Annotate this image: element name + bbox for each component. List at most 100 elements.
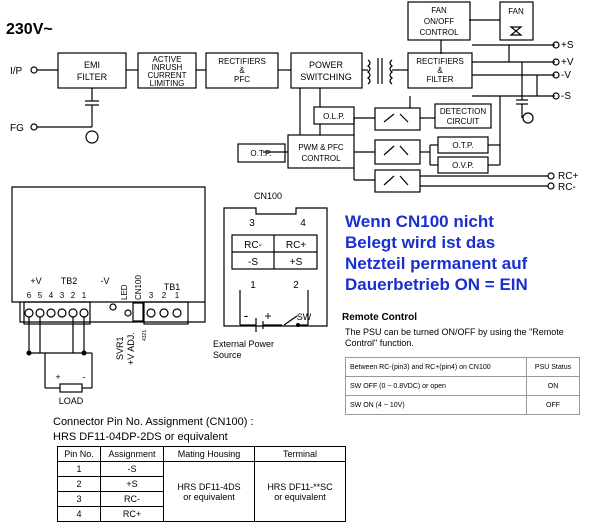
olp-block — [313, 106, 355, 125]
row-status: OFF — [526, 395, 580, 415]
annotation-line-1: Wenn CN100 nicht — [345, 212, 494, 231]
tb1-pin-3: 3 — [149, 291, 154, 300]
cn100-minus-s: -S — [248, 257, 258, 268]
rpfc-line1: RECTIFIERS — [218, 57, 266, 66]
out-plus-s-label: +S — [561, 40, 574, 51]
german-annotation: Wenn CN100 nicht Belegt wird ist das Net… — [345, 211, 585, 295]
rpfc-line3: PFC — [234, 75, 250, 84]
header-status: PSU Status — [526, 357, 580, 377]
rf-line1: RECTIFIERS — [416, 57, 464, 66]
emi-filter-block — [57, 52, 127, 89]
load-plus: + — [55, 372, 60, 382]
rf-line3: FILTER — [427, 75, 454, 84]
detection-block — [434, 103, 492, 129]
fan-ctrl-line2: ON/OFF — [424, 17, 454, 26]
cn100-plus-s: +S — [290, 257, 303, 268]
cn100-pin4: 4 — [300, 218, 306, 229]
pin-cell: 3 — [57, 491, 101, 507]
remote-control-table: Between RC-(pin3) and RC+(pin4) on CN100… — [345, 357, 580, 415]
ps-line1: POWER — [309, 60, 344, 70]
annotation-line-4: Dauerbetrieb ON = EIN — [345, 275, 528, 294]
ext-plus: + — [264, 309, 271, 323]
cn100-num1: 1 — [250, 280, 256, 291]
header-mating: Mating Housing — [163, 446, 255, 462]
cn100-rc-plus: RC+ — [286, 240, 306, 251]
fan-control-block — [407, 1, 471, 41]
out-minus-v-label: -V — [561, 70, 571, 81]
tb2-minus-v: -V — [101, 276, 110, 286]
annotation-line-3: Netzteil permanent auf — [345, 254, 528, 273]
tb2-pin-1: 1 — [82, 291, 87, 300]
annotation-line-2: Belegt wird ist das — [345, 233, 496, 252]
power-switching-block — [290, 52, 363, 89]
terminal-cell: HRS DF11-**SC or equivalent — [254, 461, 346, 522]
cn100-rc-minus: RC- — [244, 240, 262, 251]
connector-title-line1: Connector Pin No. Assignment (CN100) : — [53, 416, 254, 428]
ovp-label: O.V.P. — [452, 161, 474, 170]
table-row: 1 -S HRS DF11-4DS or equivalent HRS DF11… — [57, 461, 346, 522]
out-plus-v-label: +V — [561, 57, 574, 68]
rpfc-line2: & — [239, 66, 245, 75]
emi-line1: EMI — [84, 60, 100, 70]
terminal-line2: or equivalent — [274, 491, 326, 502]
pin-cell: 4 — [57, 506, 101, 522]
header-terminal: Terminal — [254, 446, 346, 462]
ext-minus: - — [244, 307, 249, 323]
pwm-line2: CONTROL — [301, 154, 341, 163]
fan-ctrl-line3: CONTROL — [419, 28, 459, 37]
row-condition: SW OFF (0 ~ 0.8VDC) or open — [345, 376, 527, 396]
inrush-line1: ACTIVE — [153, 55, 182, 64]
tb1-label: TB1 — [164, 282, 181, 292]
assignment-cell: RC- — [100, 491, 164, 507]
load-minus: - — [83, 372, 86, 382]
assignment-cell: -S — [100, 461, 164, 477]
header-assignment: Assignment — [100, 446, 164, 462]
ip-label: I/P — [10, 66, 23, 77]
table-row: SW OFF (0 ~ 0.8VDC) or open ON — [345, 376, 580, 396]
row-status: ON — [526, 376, 580, 396]
otp-left-block — [237, 143, 286, 163]
mating-housing-cell: HRS DF11-4DS or equivalent — [163, 461, 255, 522]
cn100-housing — [223, 207, 328, 327]
tb2-pin-6: 6 — [27, 291, 32, 300]
tb2-pin-3: 3 — [60, 291, 65, 300]
inrush-block — [137, 52, 197, 89]
row-condition: SW ON (4 ~ 10V) — [345, 395, 527, 415]
cn100-num2: 2 — [293, 280, 299, 291]
table-header-row: Pin No. Assignment Mating Housing Termin… — [57, 446, 346, 462]
fan-ctrl-line1: FAN — [431, 6, 447, 15]
rectifiers-pfc-block — [205, 52, 279, 89]
table-row: 2 +S — [57, 476, 346, 492]
fg-label: FG — [10, 123, 24, 134]
pin-cell: 2 — [57, 476, 101, 492]
rectifiers-filter-block — [407, 52, 473, 89]
ps-line2: SWITCHING — [300, 72, 352, 82]
remote-control-description: The PSU can be turned ON/OFF by using th… — [345, 327, 564, 348]
rf-line2: & — [437, 66, 443, 75]
assignment-cell: RC+ — [100, 506, 164, 522]
mating-line1: HRS DF11-4DS — [177, 481, 241, 492]
mating-line2: or equivalent — [183, 491, 235, 502]
pin-cell: 1 — [57, 461, 101, 477]
terminal-line1: HRS DF11-**SC — [267, 481, 333, 492]
tb2-label: TB2 — [61, 276, 78, 286]
pwm-pfc-block — [287, 134, 355, 169]
ovp-block — [437, 156, 489, 174]
inrush-line3: CURRENT — [147, 71, 186, 80]
tb1-pin-1: 1 — [175, 291, 180, 300]
inrush-line2: INRUSH — [152, 63, 183, 72]
inrush-line4: LIMITING — [150, 79, 185, 88]
olp-label: O.L.P. — [323, 112, 345, 121]
tb2-plus-v: +V — [30, 276, 41, 286]
cn100-panel-label: CN100 — [134, 275, 143, 300]
svr1-sub-label: +V ADJ. — [126, 332, 136, 365]
header-pin: Pin No. — [57, 446, 101, 462]
detection-line2: CIRCUIT — [447, 117, 480, 126]
input-voltage: 230V~ — [6, 21, 53, 38]
cn-pin-row: 4321 — [142, 330, 148, 341]
terminal-panel — [11, 186, 206, 323]
rc-plus-label: RC+ — [558, 171, 578, 182]
pin-assignment-table: Pin No. Assignment Mating Housing Termin… — [57, 446, 346, 522]
load-label: LOAD — [59, 396, 84, 406]
